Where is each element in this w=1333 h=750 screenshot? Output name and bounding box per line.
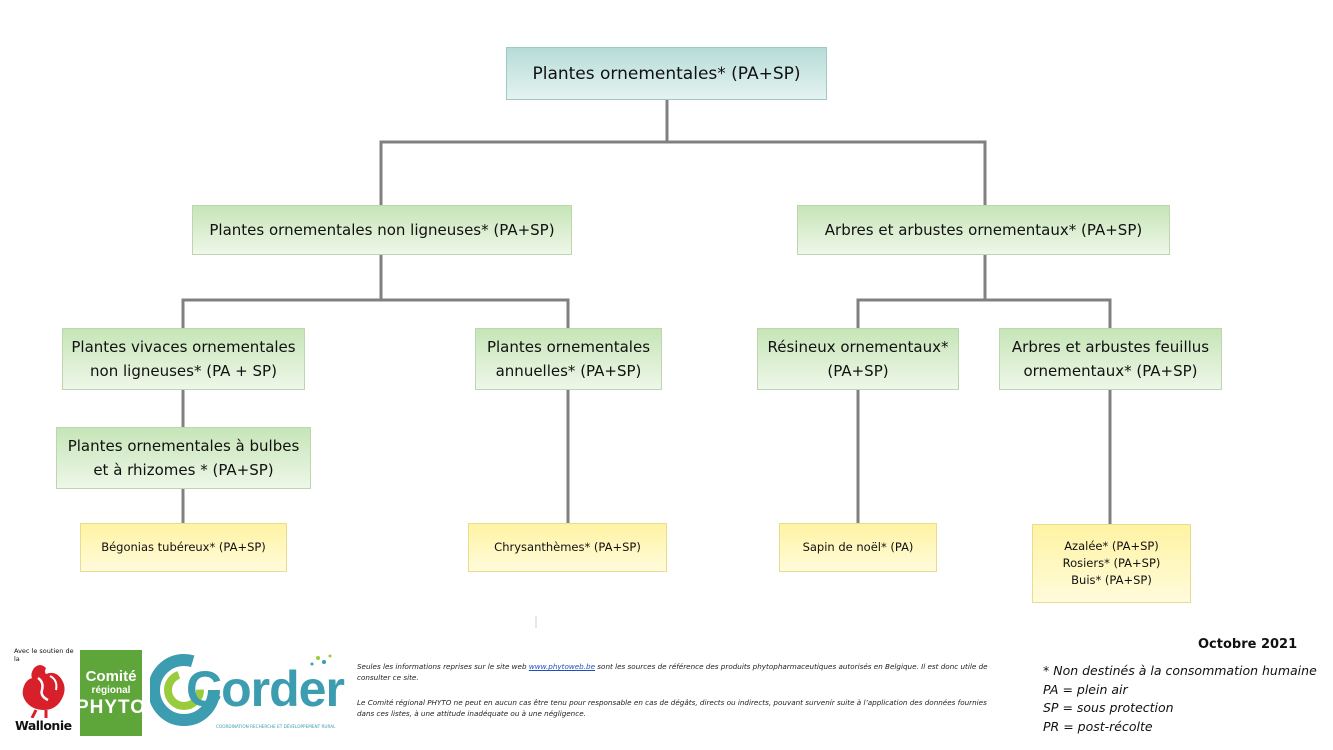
disclaimer-liability: Le Comité régional PHYTO ne peut en aucu… <box>357 698 987 718</box>
node-begonias-label: Bégonias tubéreux* (PA+SP) <box>101 540 266 554</box>
node-bulbes-label: Plantes ornementales à bulbes et à rhizo… <box>67 437 300 479</box>
comite-label: Comité <box>85 668 137 685</box>
legend-item-pa: PA = plein air <box>1043 681 1128 697</box>
wallonie-label: Wallonie <box>15 718 72 733</box>
regional-label: régional <box>91 685 131 696</box>
legend-item-non-destines: * Non destinés à la consommation humaine <box>1043 663 1317 678</box>
disclaimer-website: Seules les informations reprises sur le … <box>357 661 992 683</box>
node-begonias: Bégonias tubéreux* (PA+SP) <box>80 523 287 572</box>
node-arbres: Arbres et arbustes ornementaux* (PA+SP) <box>797 205 1170 255</box>
disclaimer-website-post: sont les sources de référence des produi… <box>357 662 988 682</box>
corder-subtitle: COORDINATION RECHERCHE ET DÉVELOPPEMENT … <box>216 724 336 729</box>
node-azalee: Azalée* (PA+SP) Rosiers* (PA+SP) Buis* (… <box>1032 524 1191 603</box>
date-label: Octobre 2021 <box>1198 637 1298 652</box>
node-annuelles: Plantes ornementales annuelles* (PA+SP) <box>475 328 662 390</box>
node-feuillus-label: Arbres et arbustes feuillus ornementaux*… <box>1011 338 1210 380</box>
node-resineux-label: Résineux ornementaux* (PA+SP) <box>767 338 949 380</box>
node-chrysanthemes: Chrysanthèmes* (PA+SP) <box>468 523 667 572</box>
node-annuelles-label: Plantes ornementales annuelles* (PA+SP) <box>486 338 651 380</box>
legend: * Non destinés à la consommation humaine… <box>1043 662 1317 736</box>
corder-logo: Corder COORDINATION RECHERCHE ET DÉVELOP… <box>150 652 345 736</box>
node-azalee-label: Azalée* (PA+SP) Rosiers* (PA+SP) Buis* (… <box>1062 539 1161 587</box>
corder-label: Corder <box>186 661 345 717</box>
node-sapin-label: Sapin de noël* (PA) <box>802 540 914 554</box>
node-root: Plantes ornementales* (PA+SP) <box>506 47 827 100</box>
legend-item-pr: PR = post-récolte <box>1043 718 1153 734</box>
node-resineux: Résineux ornementaux* (PA+SP) <box>757 328 959 390</box>
node-sapin: Sapin de noël* (PA) <box>779 523 937 572</box>
corder-swirl-icon <box>150 654 332 726</box>
node-root-label: Plantes ornementales* (PA+SP) <box>532 63 801 84</box>
phyto-label: PHYTO <box>75 697 147 718</box>
node-feuillus: Arbres et arbustes feuillus ornementaux*… <box>999 328 1222 390</box>
node-non-ligneuses-label: Plantes ornementales non ligneuses* (PA+… <box>209 221 555 239</box>
legend-item-sp: SP = sous protection <box>1043 700 1174 715</box>
node-bulbes: Plantes ornementales à bulbes et à rhizo… <box>56 427 311 489</box>
node-non-ligneuses: Plantes ornementales non ligneuses* (PA+… <box>192 205 572 255</box>
node-arbres-label: Arbres et arbustes ornementaux* (PA+SP) <box>824 221 1143 239</box>
phytoweb-link[interactable]: www.phytoweb.be <box>528 662 596 671</box>
node-chrysanthemes-label: Chrysanthèmes* (PA+SP) <box>494 540 641 554</box>
rooster-icon <box>22 665 65 718</box>
wallonie-logo: Avec le soutien de la Wallonie <box>14 647 76 736</box>
disclaimer-website-pre: Seules les informations reprises sur le … <box>357 662 529 671</box>
node-vivaces: Plantes vivaces ornementales non ligneus… <box>62 328 305 390</box>
node-vivaces-label: Plantes vivaces ornementales non ligneus… <box>71 338 296 380</box>
wallonie-support-text: Avec le soutien de la <box>14 647 74 663</box>
comite-phyto-logo: Comité régional PHYTO <box>76 650 145 736</box>
